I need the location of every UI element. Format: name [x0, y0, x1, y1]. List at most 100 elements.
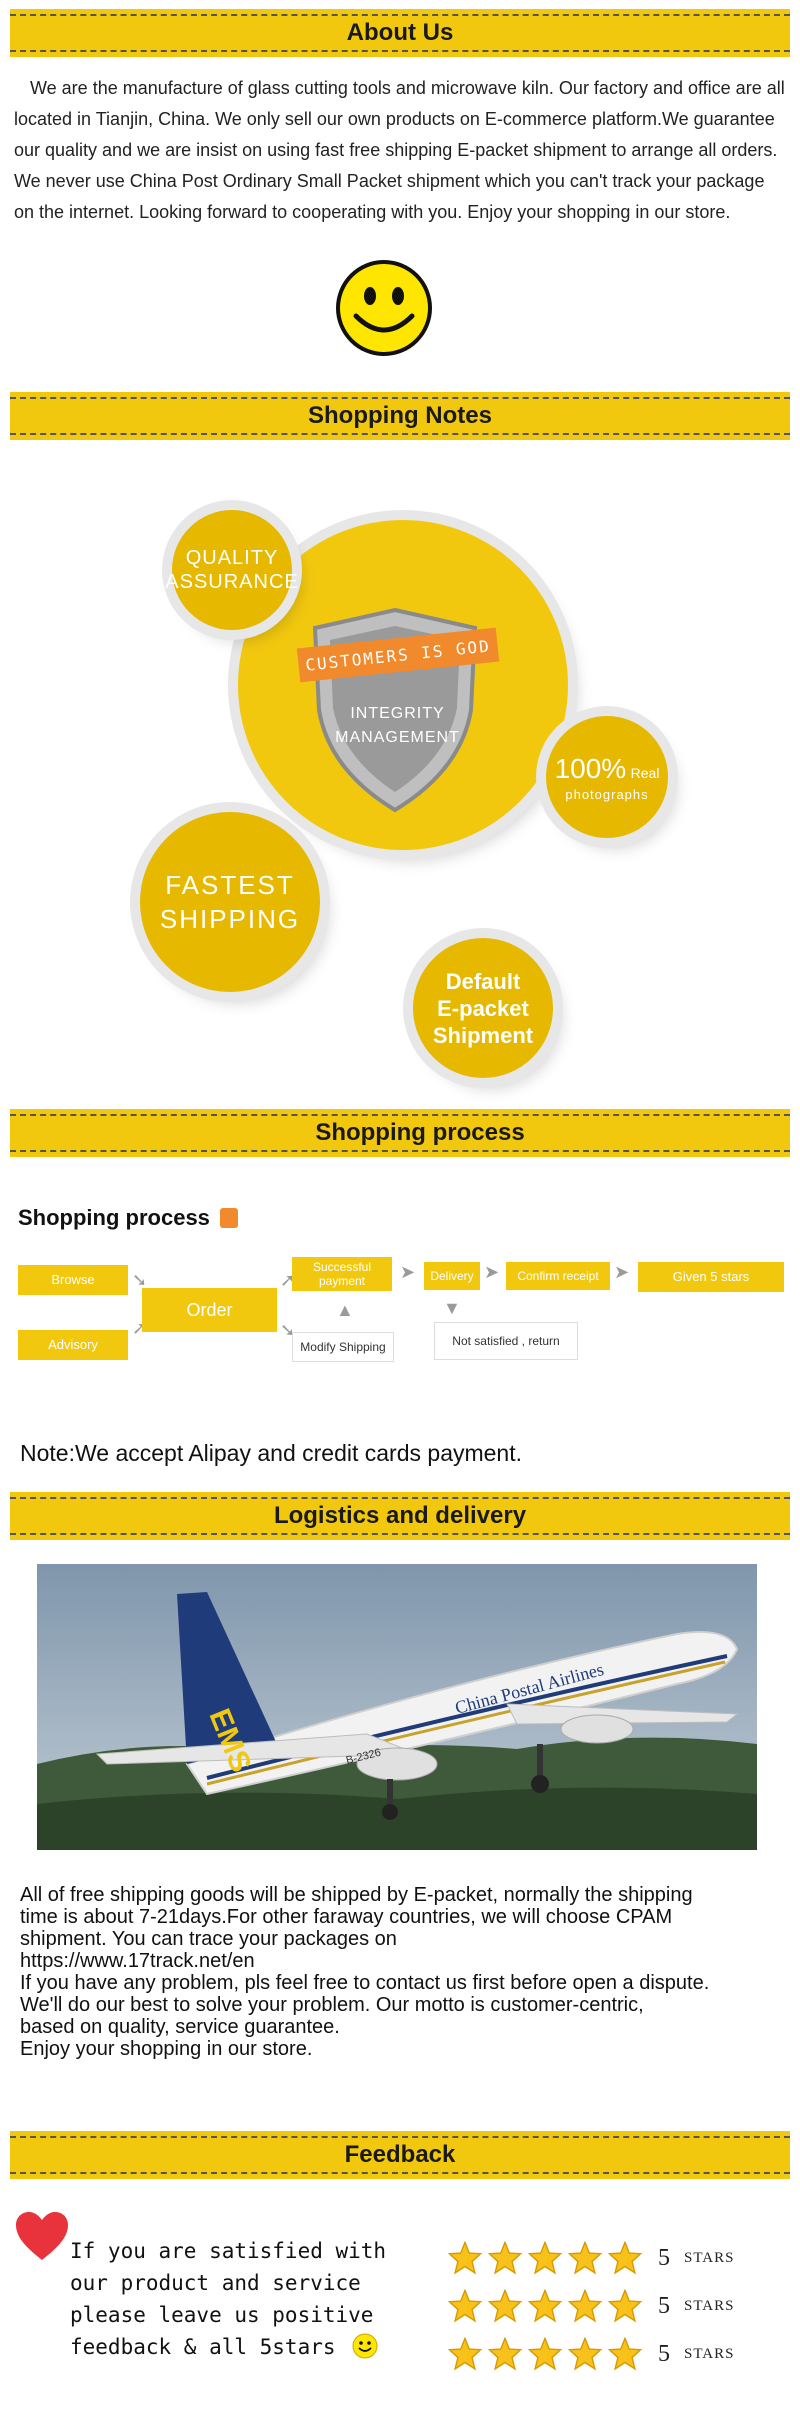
logistics-line-7: based on quality, service guarantee. — [20, 2016, 340, 2038]
delivery-step: Delivery — [424, 1262, 480, 1290]
tracking-link[interactable]: https://www.17track.net/en — [20, 1950, 255, 1972]
logistics-line-6: We'll do our best to solve your problem.… — [20, 1994, 644, 2016]
default-line-3: Shipment — [432, 1022, 534, 1048]
not-satisfied-step: Not satisfied , return — [434, 1322, 578, 1360]
star-icon — [568, 2337, 602, 2371]
star-icon — [608, 2241, 642, 2275]
delivery-label: Delivery — [430, 1269, 474, 1283]
stars-row-2: 5 STARS — [448, 2289, 734, 2323]
feedback-text: If you are satisfied with our product an… — [70, 2235, 386, 2363]
logistics-line-8: Enjoy your shopping in our store. — [20, 2038, 313, 2060]
shopping-process-heading-text: Shopping process — [18, 1205, 210, 1230]
confirm-label: Confirm receipt — [517, 1269, 599, 1283]
modify-label: Modify Shipping — [300, 1340, 386, 1354]
small-smiley-icon — [352, 2333, 378, 2359]
star-icon — [488, 2289, 522, 2323]
arrow-order-up-icon: ➚ — [280, 1270, 296, 1290]
quality-line-1: QUALITY — [185, 547, 279, 569]
arrow-down-icon: ▼ — [443, 1298, 461, 1318]
star-icon — [568, 2241, 602, 2275]
about-line-3: our quality and we are insist on using f… — [14, 140, 778, 160]
about-line-1: We are the manufacture of glass cutting … — [30, 78, 785, 98]
feedback-line-4: feedback & all 5stars — [70, 2335, 336, 2359]
integrity-line-2: MANAGEMENT — [335, 729, 460, 746]
arrow-right-3-icon: ➤ — [614, 1262, 630, 1282]
star-icon — [608, 2289, 642, 2323]
browse-step: Browse — [18, 1265, 128, 1295]
star-icon — [448, 2337, 482, 2371]
quality-line-2: ASSURANCE — [165, 571, 299, 593]
about-line-4: We never use China Post Ordinary Small P… — [14, 171, 765, 191]
feedback-title: Feedback — [344, 2141, 456, 2168]
shopping-process-banner: Shopping process — [10, 1109, 790, 1157]
real-photos-circle: 100% Real photographs — [546, 716, 668, 838]
confirm-receipt-step: Confirm receipt — [506, 1262, 610, 1290]
arrow-order-down-icon: ➘ — [280, 1320, 296, 1340]
feedback-line-2: our product and service — [70, 2271, 361, 2295]
star-icon — [568, 2289, 602, 2323]
photographs-label: photographs — [565, 786, 649, 802]
fastest-shipping-circle: FASTEST SHIPPING — [140, 812, 320, 992]
stars-row-3: 5 STARS — [448, 2337, 734, 2371]
star-icon — [528, 2337, 562, 2371]
default-epacket-circle: Default E-packet Shipment — [413, 938, 553, 1078]
real-percent: 100% — [554, 752, 627, 784]
arrow-right-2-icon: ➤ — [484, 1262, 500, 1282]
bag-icon — [220, 1208, 239, 1228]
star-icon — [488, 2337, 522, 2371]
arrow-up-icon: ▲ — [336, 1300, 354, 1320]
star-icon — [608, 2337, 642, 2371]
integrity-line-1: INTEGRITY — [350, 705, 445, 722]
given-stars-step: Given 5 stars — [638, 1262, 784, 1292]
logistics-line-5: If you have any problem, pls feel free t… — [20, 1972, 710, 1994]
stars-row-1: 5 STARS — [448, 2241, 734, 2275]
logistics-line-2: time is about 7-21days.For other faraway… — [20, 1906, 673, 1928]
browse-label: Browse — [51, 1272, 95, 1287]
modify-shipping-step: Modify Shipping — [292, 1332, 394, 1362]
feedback-line-3: please leave us positive — [70, 2303, 374, 2327]
integrity-text: INTEGRITY MANAGEMENT — [310, 702, 485, 750]
order-label: Order — [186, 1300, 233, 1320]
advisory-label: Advisory — [48, 1337, 98, 1352]
stars-count-2: 5 — [658, 2292, 670, 2319]
feedback-line-1: If you are satisfied with — [70, 2239, 387, 2263]
stars-count-3: 5 — [658, 2340, 670, 2367]
given-label: Given 5 stars — [672, 1269, 750, 1284]
logistics-title: Logistics and delivery — [273, 1502, 527, 1529]
feedback-banner: Feedback — [10, 2131, 790, 2179]
fastest-line-2: SHIPPING — [159, 904, 301, 934]
default-line-1: Default — [445, 968, 521, 994]
stars-word-1: STARS — [684, 2249, 735, 2266]
plane-illustration: EMS China Postal Airlines B-2326 — [37, 1564, 757, 1850]
order-step: Order — [142, 1288, 277, 1332]
logistics-line-1: All of free shipping goods will be shipp… — [20, 1884, 693, 1906]
arrow-right-1-icon: ➤ — [400, 1262, 416, 1282]
payment-note: Note:We accept Alipay and credit cards p… — [20, 1440, 523, 1466]
logistics-text: All of free shipping goods will be shipp… — [20, 1884, 790, 2060]
shopping-process-banner-title: Shopping process — [315, 1119, 525, 1146]
star-icon — [528, 2289, 562, 2323]
advisory-step: Advisory — [18, 1330, 128, 1360]
logistics-line-3: shipment. You can trace your packages on — [20, 1928, 397, 1950]
shopping-process-heading: Shopping process — [18, 1205, 239, 1231]
about-us-banner: About Us — [10, 9, 790, 57]
shopping-notes-graphic: CUSTOMERS IS GOD INTEGRITY MANAGEMENT QU… — [110, 490, 690, 1090]
shopping-notes-banner: Shopping Notes — [10, 392, 790, 440]
default-line-2: E-packet — [437, 995, 529, 1021]
quality-circle: QUALITY ASSURANCE — [165, 510, 298, 630]
successful-line-2: payment — [318, 1274, 366, 1288]
plane-photo: EMS China Postal Airlines B-2326 — [37, 1564, 757, 1850]
shopping-notes-title: Shopping Notes — [308, 402, 492, 429]
star-icon — [528, 2241, 562, 2275]
star-icon — [448, 2289, 482, 2323]
stars-word-3: STARS — [684, 2345, 735, 2362]
stars-count-1: 5 — [658, 2244, 670, 2271]
star-icon — [488, 2241, 522, 2275]
about-line-5: on the internet. Looking forward to coop… — [14, 202, 731, 222]
fastest-line-1: FASTEST — [165, 870, 295, 900]
about-line-2: located in Tianjin, China. We only sell … — [14, 109, 775, 129]
about-us-title: About Us — [346, 19, 454, 46]
successful-line-1: Successful — [312, 1260, 372, 1274]
not-satisfied-label: Not satisfied , return — [452, 1334, 560, 1348]
